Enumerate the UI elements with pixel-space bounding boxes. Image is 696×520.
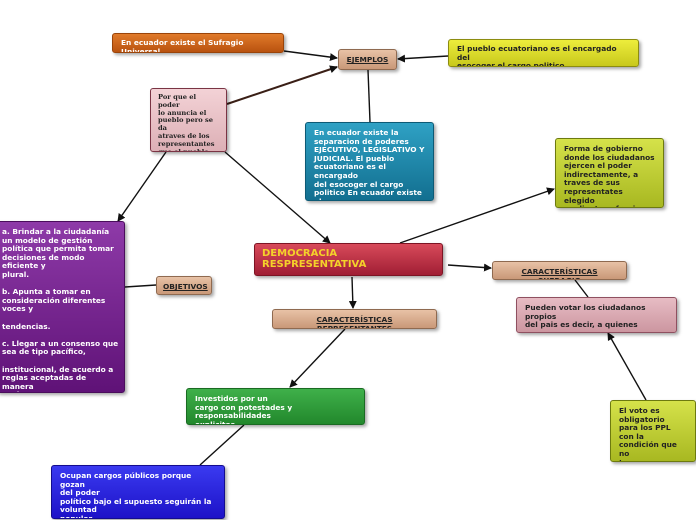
edge-ejemplos-to-separacion xyxy=(367,69,371,123)
edge-sufragio-to-pueden xyxy=(574,279,589,298)
edge-investidos-to-cargos xyxy=(199,424,245,466)
node-voto-obligatorio[interactable]: El voto es obligatorio para los PPL con … xyxy=(610,400,696,462)
node-poder-anuncia[interactable]: Por que el poder lo anuncia el pueblo pe… xyxy=(150,88,227,152)
edge-voto-to-pueden xyxy=(607,332,647,401)
node-pueden-votar[interactable]: Pueden votar los ciudadanos propios del … xyxy=(516,297,677,333)
edge-poder-to-objetivos-list xyxy=(117,151,167,222)
edge-representantes-to-investidos xyxy=(289,328,346,388)
node-pueblo-encargado[interactable]: El pueblo ecuatoriano es el encargado de… xyxy=(448,39,639,67)
node-objetivos[interactable]: OBJETIVOS xyxy=(156,276,212,295)
node-central-democracia[interactable]: DEMOCRACIA RESPRESENTATIVA xyxy=(254,243,443,276)
node-ejemplos[interactable]: EJEMPLOS xyxy=(338,49,397,70)
edge-poder-to-ejemplos xyxy=(226,65,338,105)
node-objetivos-list[interactable]: a. Brindar a la ciudadanía un modelo de … xyxy=(0,221,125,393)
edge-central-to-sufragio xyxy=(447,263,492,272)
edge-objetivos-list-to-objetivos xyxy=(124,284,157,288)
edge-poder-to-central xyxy=(224,151,331,244)
node-investidos[interactable]: Investidos por un cargo con potestades y… xyxy=(186,388,365,425)
edge-pueblo-to-ejemplos xyxy=(397,54,449,63)
edge-central-to-forma xyxy=(399,187,555,244)
node-caracteristicas-sufragio[interactable]: CARACTERÍSTICAS SUFRAGIO xyxy=(492,261,627,280)
edge-central-to-representantes xyxy=(348,276,357,309)
node-forma-gobierno[interactable]: Forma de gobierno donde los ciudadanos e… xyxy=(555,138,664,208)
node-ecuador-sufragio[interactable]: En ecuador existe el Sufragio Universal xyxy=(112,33,284,53)
edge-sufragio-to-ejemplos xyxy=(283,50,338,62)
node-cargos-publicos[interactable]: Ocupan cargos públicos porque gozan del … xyxy=(51,465,225,519)
node-caracteristicas-representantes[interactable]: CARACTERÍSTICAS REPRESENTANTES xyxy=(272,309,437,329)
node-separacion-poderes[interactable]: En ecuador existe la separacion de poder… xyxy=(305,122,434,201)
